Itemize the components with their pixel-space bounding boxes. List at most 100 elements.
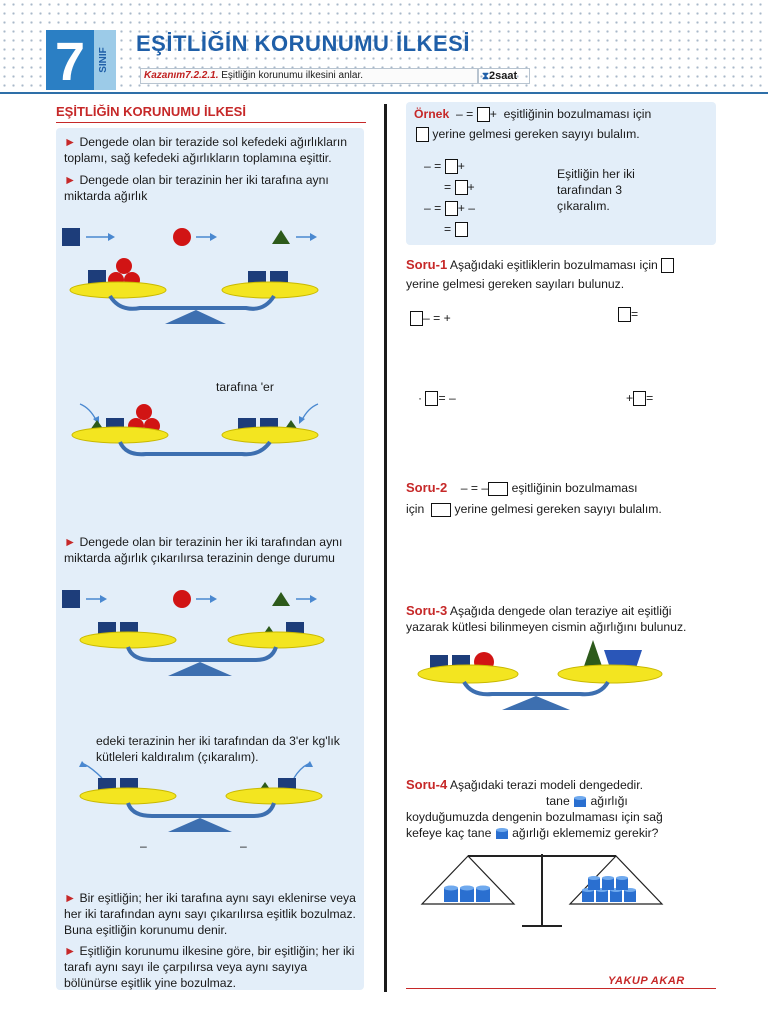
blank-box[interactable] bbox=[444, 201, 458, 217]
blank-box[interactable] bbox=[618, 307, 631, 323]
question-4-text-1: Aşağıdaki terazi modeli dengededir. bbox=[449, 778, 643, 792]
paragraph-6: ► Eşitliğin korunumu ilkesine göre, bir … bbox=[64, 943, 360, 991]
arrow-icon bbox=[301, 403, 319, 421]
left-pan bbox=[79, 631, 177, 649]
paragraph-4-line-1: edeki terazinin her iki tarafından da 3'… bbox=[96, 734, 340, 748]
grade-number: 7 bbox=[55, 32, 85, 90]
blank-box[interactable] bbox=[488, 481, 509, 496]
blank-box[interactable] bbox=[444, 159, 458, 175]
balance-scale-3 bbox=[79, 622, 325, 676]
paragraph-5: ► Bir eşitliğin; her iki tarafına aynı s… bbox=[64, 890, 360, 938]
grade-badge: 7 SINIF bbox=[46, 30, 116, 90]
question-4-text-4b: ağırlığı eklememiz gerekir? bbox=[512, 826, 659, 840]
arrow-head-icon bbox=[210, 233, 217, 241]
question-3-label: Soru-3 bbox=[406, 603, 448, 618]
blank-box[interactable] bbox=[661, 258, 675, 274]
paragraph-2-fragment: tarafına 'er bbox=[216, 380, 274, 394]
blank-box[interactable] bbox=[410, 311, 423, 327]
bullet-icon: ► bbox=[64, 944, 77, 958]
question-4-line-2: tane ağırlığı bbox=[546, 793, 628, 809]
example-step-2: = + bbox=[444, 179, 475, 196]
balance-scale-2 bbox=[71, 403, 319, 457]
paragraph-2: ► Dengede olan bir terazinin her iki tar… bbox=[64, 172, 360, 204]
question-4-heading: Soru-4 Aşağıdaki terazi modeli dengededi… bbox=[406, 777, 716, 793]
blank-box[interactable] bbox=[633, 391, 647, 407]
example-step-3: – = + – bbox=[424, 200, 475, 217]
left-pan bbox=[69, 281, 167, 299]
example-eq-right: + bbox=[489, 107, 497, 121]
cone-icon bbox=[582, 640, 604, 672]
step-1-right: + bbox=[457, 159, 465, 173]
right-pan bbox=[221, 281, 319, 299]
blank-box[interactable] bbox=[476, 107, 490, 123]
right-pan bbox=[557, 664, 663, 684]
kazanim-bar: Kazanım7.2.2.1. Eşitliğin korunumu ilkes… bbox=[140, 68, 478, 84]
example-text-2: yerine gelmesi gereken sayıyı bulalım. bbox=[432, 127, 640, 141]
arrow-icon bbox=[83, 763, 103, 779]
right-pan bbox=[225, 787, 323, 805]
blank-box[interactable] bbox=[425, 391, 439, 407]
beam bbox=[126, 802, 276, 818]
author-underline bbox=[406, 988, 716, 989]
question-2-line-2: için yerine gelmesi gereken sayıyı bulal… bbox=[406, 501, 662, 517]
paragraph-3-line-1: Dengede olan bir terazinin her iki taraf… bbox=[79, 535, 343, 549]
blank-box[interactable] bbox=[454, 180, 468, 196]
kazanim-text: Eşitliğin korunumu ilkesini anlar. bbox=[221, 70, 363, 81]
page-title: EŞİTLİĞİN KORUNUMU İLKESİ bbox=[136, 31, 470, 56]
right-pan bbox=[221, 426, 319, 444]
paragraph-4-line-2: kütleleri kaldıralım (çıkaralım). bbox=[96, 750, 259, 764]
ball-icon bbox=[173, 590, 191, 608]
section-title-underline bbox=[56, 122, 366, 123]
paragraph-2-line-1: Dengede olan bir terazinin her iki taraf… bbox=[79, 173, 329, 187]
question-4-text-3: koyduğumuzda dengenin bozulmaması için s… bbox=[406, 810, 663, 824]
step-3-left: – = bbox=[424, 201, 442, 215]
example-heading: Örnek – = + eşitliğinin bozulmaması için bbox=[414, 106, 714, 123]
example-eq-left: – = bbox=[456, 107, 474, 121]
grade-word: SINIF bbox=[98, 47, 109, 73]
stand bbox=[502, 696, 570, 710]
question-1-label: Soru-1 bbox=[406, 257, 448, 272]
item-a-expr: – = + bbox=[423, 311, 451, 325]
left-info-panel bbox=[56, 128, 364, 990]
balance-scale-4 bbox=[79, 761, 323, 832]
paragraph-2-line-2: miktarda ağırlık bbox=[64, 189, 148, 203]
item-d-prefix: + bbox=[626, 391, 634, 405]
left-pan bbox=[71, 426, 169, 444]
duration-text: 2saat bbox=[489, 70, 518, 82]
item-b-expr: = bbox=[631, 307, 639, 321]
question-1-item-d: += bbox=[626, 390, 653, 407]
paragraph-3-line-2: miktarda ağırlık çıkarılırsa terazinin d… bbox=[64, 551, 335, 565]
paragraph-5-text: Bir eşitliğin; her iki tarafına aynı say… bbox=[64, 891, 356, 937]
question-4-label: Soru-4 bbox=[406, 777, 448, 792]
question-2-heading: Soru-2 – = – eşitliğinin bozulmaması bbox=[406, 480, 716, 496]
ball-icon bbox=[116, 258, 132, 274]
blank-box[interactable] bbox=[431, 502, 452, 517]
ball-icon bbox=[173, 228, 191, 246]
triangle-icon bbox=[272, 230, 290, 244]
blank-box[interactable] bbox=[416, 127, 429, 143]
paragraph-1: ► Dengede olan bir terazide sol kefedeki… bbox=[64, 134, 360, 166]
paragraph-3: ► Dengede olan bir terazinin her iki tar… bbox=[64, 534, 360, 566]
kazanim-label: Kazanım7.2.2.1. bbox=[144, 70, 219, 81]
question-2-text-1: eşitliğinin bozulmaması bbox=[511, 481, 638, 495]
paragraph-1-text: Dengede olan bir terazide sol kefedeki a… bbox=[64, 135, 348, 165]
hourglass-icon: ⧗ bbox=[482, 71, 490, 82]
arrow-head-icon bbox=[108, 233, 115, 241]
question-3-heading: Soru-3 Aşağıda dengede olan teraziye ait… bbox=[406, 603, 716, 635]
column-divider bbox=[384, 104, 387, 992]
example-step-4: = bbox=[444, 221, 468, 238]
blank-box[interactable] bbox=[454, 222, 468, 238]
question-1-item-a: – = + bbox=[410, 310, 451, 327]
minus-right: – bbox=[240, 839, 247, 853]
arrow-head-icon bbox=[210, 595, 217, 603]
ball-icon bbox=[136, 404, 152, 420]
left-pan bbox=[79, 787, 177, 805]
example-label: Örnek bbox=[414, 107, 450, 121]
cube-icon bbox=[62, 590, 80, 608]
step-4-left: = bbox=[444, 222, 452, 236]
step-2-right: + bbox=[467, 180, 475, 194]
question-1-text-2: yerine gelmesi gereken sayıları bulunuz. bbox=[406, 277, 625, 291]
step-3-right: + – bbox=[457, 201, 475, 215]
legend-row-2 bbox=[62, 590, 317, 608]
question-4-line-4: kefeye kaç tane ağırlığı eklememiz gerek… bbox=[406, 825, 658, 841]
